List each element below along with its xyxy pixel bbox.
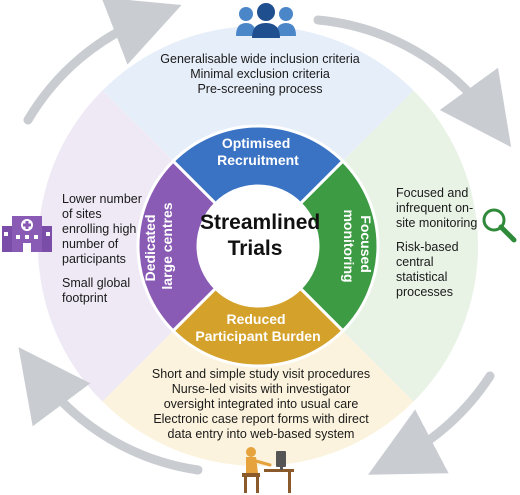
description-line: Risk-based <box>396 240 459 254</box>
description-line: Pre-screening process <box>197 82 323 96</box>
description-line: Nurse-led visits with investigator <box>171 382 351 396</box>
segment-bottom <box>171 286 345 368</box>
description-line: site monitoring <box>396 216 478 230</box>
description-spacer <box>396 231 496 240</box>
segment-left-label: Dedicated large centres <box>142 202 175 289</box>
description-line: of sites <box>62 207 102 221</box>
cycle-arrow-bottom-left <box>18 347 203 475</box>
segment-top-label: Optimised Recruitment <box>217 135 299 168</box>
description-line: Short and simple study visit procedures <box>151 367 371 381</box>
description-line: Minimal exclusion criteria <box>190 67 330 81</box>
description-line: central <box>396 255 434 269</box>
description-line: participants <box>62 252 126 266</box>
cycle-arrow-top-left <box>23 0 182 125</box>
description-line: Electronic case report forms with direct <box>153 412 369 426</box>
segment-top <box>171 124 345 206</box>
description-line: processes <box>396 285 453 299</box>
center-circle <box>200 188 316 304</box>
quadrant-bottom-background <box>102 330 414 466</box>
center-title: Streamlined Trials <box>200 210 321 262</box>
hospital-icon <box>2 216 52 252</box>
description-line: Lower number <box>62 192 142 206</box>
person-at-computer-icon <box>242 447 294 493</box>
cycle-arrow-bottom-right <box>368 371 495 475</box>
right-description: Focused and infrequent on- site monitori… <box>396 186 496 300</box>
bottom-description: Short and simple study visit procedures … <box>150 367 372 442</box>
left-description: Lower number of sites enrolling high num… <box>62 192 162 306</box>
center-title-line: Trials <box>227 237 283 260</box>
quadrant-left-background <box>38 90 174 402</box>
description-line: Generalisable wide inclusion criteria <box>160 52 360 66</box>
center-title-line: Streamlined <box>200 211 321 234</box>
magnifier-icon <box>482 208 517 243</box>
segment-right <box>298 159 380 333</box>
description-spacer <box>62 267 162 276</box>
description-line: Small global <box>62 276 131 290</box>
description-line: Focused and <box>396 186 469 200</box>
description-line: oversight integrated into usual care <box>163 397 359 411</box>
segment-right-label: Focused monitoring <box>341 209 374 282</box>
quadrant-right-background <box>342 90 478 402</box>
description-line: infrequent on- <box>396 201 474 215</box>
cycle-arrow-top-right <box>313 15 512 148</box>
description-line: number of <box>62 237 119 251</box>
people-group-icon <box>236 3 296 38</box>
description-line: data entry into web-based system <box>167 427 355 441</box>
segment-bottom-label: Reduced Participant Burden <box>195 311 320 344</box>
description-line: enrolling high <box>62 222 137 236</box>
description-line: statistical <box>396 270 448 284</box>
description-line: footprint <box>62 291 108 305</box>
segment-left <box>136 159 218 333</box>
top-description: Generalisable wide inclusion criteria Mi… <box>150 52 370 97</box>
